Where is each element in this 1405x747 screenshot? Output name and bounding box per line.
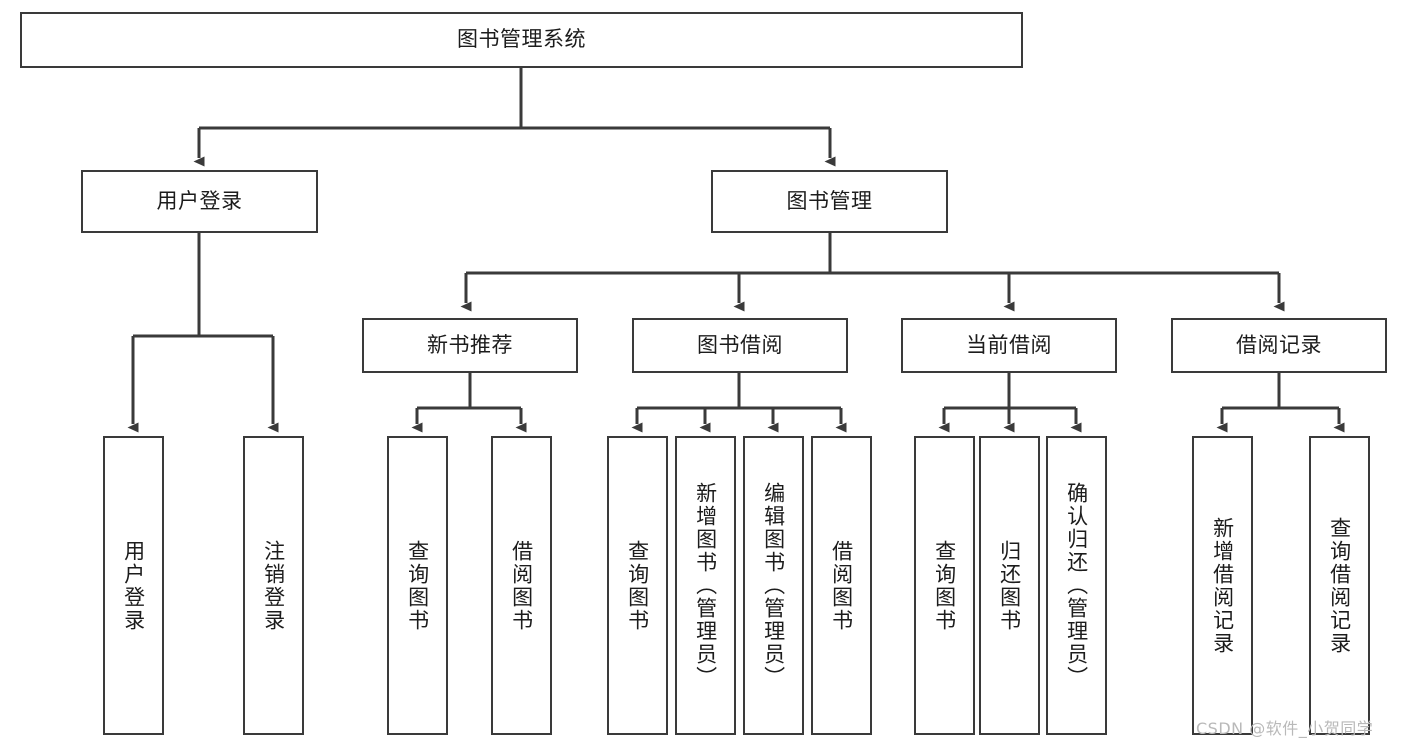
leaf-br-query-record-label: 查询借阅记录	[1327, 516, 1352, 655]
leaf-logout-label: 注销登录	[261, 539, 286, 632]
node-borrow-record[interactable]: 借阅记录	[1171, 318, 1387, 373]
node-new-book-recommend[interactable]: 新书推荐	[362, 318, 578, 373]
leaf-user-login[interactable]: 用户登录	[103, 436, 164, 735]
leaf-cb-return-book-label: 归还图书	[997, 539, 1022, 632]
leaf-cb-confirm-return-label: 确认归还（管理员）	[1064, 482, 1089, 689]
node-new-book-recommend-label: 新书推荐	[427, 332, 513, 357]
node-book-management[interactable]: 图书管理	[711, 170, 948, 233]
node-current-borrow-label: 当前借阅	[966, 332, 1052, 357]
leaf-br-query-record[interactable]: 查询借阅记录	[1309, 436, 1370, 735]
node-user-login-label: 用户登录	[156, 188, 243, 213]
node-current-borrow[interactable]: 当前借阅	[901, 318, 1117, 373]
leaf-nbr-query-book[interactable]: 查询图书	[387, 436, 448, 735]
node-user-login[interactable]: 用户登录	[81, 170, 318, 233]
leaf-nbr-query-book-label: 查询图书	[405, 539, 430, 632]
leaf-bb-add-book-label: 新增图书（管理员）	[693, 482, 718, 689]
node-root-label: 图书管理系统	[457, 27, 586, 52]
node-root[interactable]: 图书管理系统	[20, 12, 1023, 68]
leaf-cb-query-book-label: 查询图书	[932, 539, 957, 632]
leaf-logout[interactable]: 注销登录	[243, 436, 304, 735]
leaf-bb-edit-book-label: 编辑图书（管理员）	[761, 482, 786, 689]
node-book-management-label: 图书管理	[786, 188, 873, 213]
leaf-bb-query-book-label: 查询图书	[625, 539, 650, 632]
node-borrow-record-label: 借阅记录	[1236, 332, 1322, 357]
csdn-watermark: CSDN @软件_小贺同学	[1196, 719, 1374, 738]
leaf-bb-add-book[interactable]: 新增图书（管理员）	[675, 436, 736, 735]
node-book-borrow-label: 图书借阅	[697, 332, 783, 357]
leaf-nbr-borrow-book[interactable]: 借阅图书	[491, 436, 552, 735]
leaf-cb-query-book[interactable]: 查询图书	[914, 436, 975, 735]
leaf-user-login-label: 用户登录	[121, 539, 146, 632]
leaf-nbr-borrow-book-label: 借阅图书	[509, 539, 534, 632]
leaf-bb-borrow-book-label: 借阅图书	[829, 539, 854, 632]
leaf-br-add-record-label: 新增借阅记录	[1210, 516, 1235, 655]
leaf-cb-return-book[interactable]: 归还图书	[979, 436, 1040, 735]
leaf-cb-confirm-return[interactable]: 确认归还（管理员）	[1046, 436, 1107, 735]
leaf-bb-query-book[interactable]: 查询图书	[607, 436, 668, 735]
leaf-bb-edit-book[interactable]: 编辑图书（管理员）	[743, 436, 804, 735]
leaf-bb-borrow-book[interactable]: 借阅图书	[811, 436, 872, 735]
node-book-borrow[interactable]: 图书借阅	[632, 318, 848, 373]
leaf-br-add-record[interactable]: 新增借阅记录	[1192, 436, 1253, 735]
